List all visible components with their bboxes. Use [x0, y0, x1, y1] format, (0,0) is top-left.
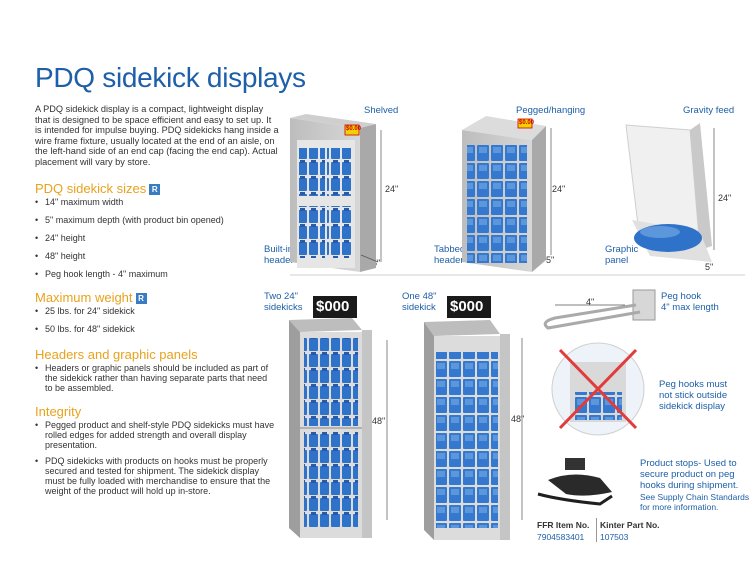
dim-24-gravity: 24" — [718, 193, 732, 203]
stops-line-3: hooks during shipment. — [640, 480, 739, 491]
sizes-list: 14" maximum width 5" maximum depth (with… — [35, 197, 224, 279]
list-item: 24" height — [35, 233, 224, 243]
label-builtin-header: Built-in header — [264, 244, 294, 266]
list-item: Peg hook length - 4" maximum — [35, 269, 224, 279]
one-48-display — [424, 296, 523, 540]
weight-list: 25 lbs. for 24" sidekick 50 lbs. for 48"… — [35, 306, 147, 334]
label-tabbed-header: Tabbed header — [434, 244, 466, 266]
headers-section: Headers and graphic panels Headers or gr… — [35, 347, 275, 393]
kinter-value: 107503 — [600, 532, 629, 542]
intro-paragraph: A PDQ sidekick display is a compact, lig… — [35, 104, 279, 167]
dim-24-shelved: 24" — [385, 184, 399, 194]
two-24-display — [289, 296, 388, 538]
dim-48-one: 48" — [511, 414, 525, 424]
product-stops-illustration — [537, 458, 613, 506]
peg-hook-label: Peg hook — [661, 291, 702, 302]
label-one-48: One 48" sidekick — [402, 291, 437, 313]
peg-warning-illustration — [551, 342, 645, 436]
page-title: PDQ sidekick displays — [35, 62, 306, 93]
peg-warning-2: not stick outside — [659, 390, 728, 401]
list-item: Pegged product and shelf-style PDQ sidek… — [35, 420, 275, 450]
price-tag-shelved: $0.00 — [346, 126, 362, 132]
list-item: 14" maximum width — [35, 197, 224, 207]
list-item: PDQ sidekicks with products on hooks mus… — [35, 456, 275, 496]
peg-warning-1: Peg hooks must — [659, 379, 728, 390]
shelved-display — [290, 114, 382, 272]
weight-badge: R — [135, 293, 147, 304]
integrity-list: Pegged product and shelf-style PDQ sidek… — [35, 420, 275, 496]
price-tag-one: $000 — [450, 298, 484, 315]
sizes-badge: R — [149, 184, 161, 195]
stops-line-5: for more information. — [640, 502, 719, 512]
stops-line-2: secure product on peg — [640, 469, 735, 480]
label-gravity: Gravity feed — [683, 105, 735, 116]
kinter-label: Kinter Part No. — [600, 520, 660, 530]
list-item: 25 lbs. for 24" sidekick — [35, 306, 147, 316]
integrity-heading: Integrity — [35, 404, 82, 419]
label-two-24: Two 24" sidekicks — [264, 291, 303, 313]
stops-line-4: See Supply Chain Standards — [640, 492, 750, 502]
integrity-section: Integrity Pegged product and shelf-style… — [35, 404, 275, 496]
label-graphic-panel: Graphic panel — [605, 244, 639, 266]
dim-5-pegged: 5" — [546, 255, 555, 265]
ffr-label: FFR Item No. — [537, 520, 590, 530]
gravity-display — [625, 123, 715, 262]
list-item: 5" maximum depth (with product bin opene… — [35, 215, 224, 225]
pegged-display — [462, 116, 552, 272]
sizes-heading-text: PDQ sidekick sizes — [35, 181, 147, 196]
ffr-value: 7904583401 — [537, 532, 585, 542]
price-tag-pegged: $0.00 — [519, 120, 535, 126]
headers-list: Headers or graphic panels should be incl… — [35, 363, 275, 393]
peg-hook-illustration — [543, 289, 656, 330]
peg-warning-3: sidekick display — [659, 401, 725, 412]
dim-24-pegged: 24" — [552, 184, 566, 194]
peg-hook-sub: 4" max length — [661, 302, 719, 313]
price-tag-two: $000 — [316, 298, 350, 315]
list-item: 50 lbs. for 48" sidekick — [35, 324, 147, 334]
label-pegged: Pegged/hanging — [516, 105, 586, 116]
weight-heading-text: Maximum weight — [35, 290, 133, 305]
dim-5-shelved: 5" — [372, 258, 381, 268]
list-item: 48" height — [35, 251, 224, 261]
stops-line-1: Product stops- Used to — [640, 458, 737, 469]
dim-4-peg: 4" — [586, 297, 595, 307]
dim-48-two: 48" — [372, 416, 386, 426]
table-divider — [596, 518, 597, 542]
list-item: Headers or graphic panels should be incl… — [35, 363, 275, 393]
dim-5-gravity: 5" — [705, 262, 714, 272]
label-shelved: Shelved — [364, 105, 399, 116]
headers-heading: Headers and graphic panels — [35, 347, 198, 362]
